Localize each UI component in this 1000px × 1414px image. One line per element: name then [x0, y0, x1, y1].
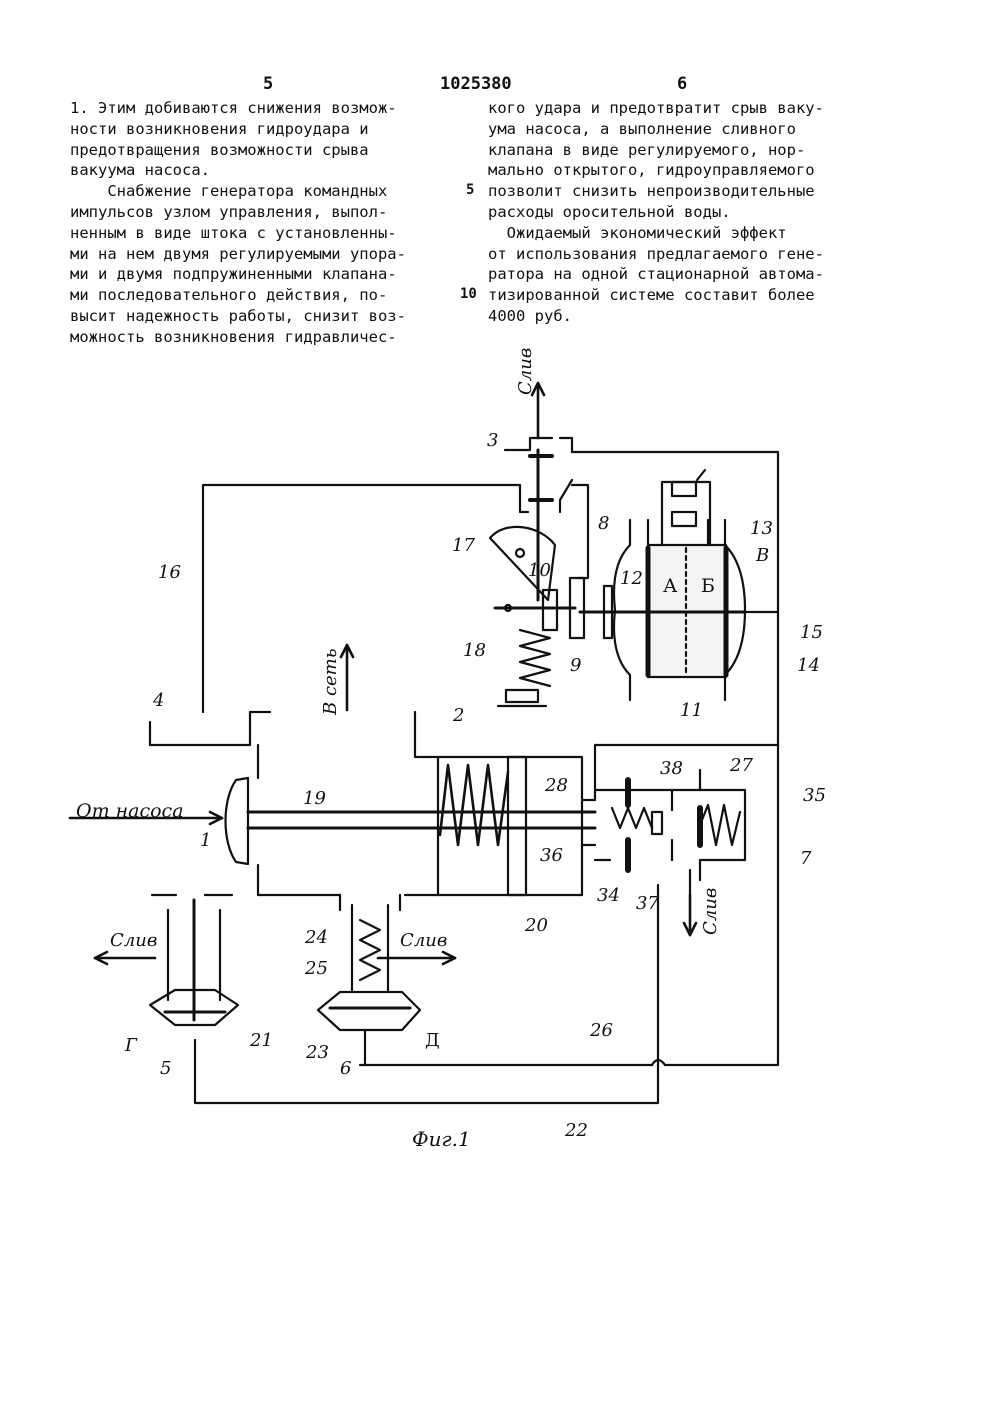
ref-8: 8	[598, 513, 609, 534]
ref-18: 18	[463, 640, 486, 661]
label-drain-mid: Слив	[400, 930, 447, 951]
ref-6: 6	[340, 1058, 351, 1079]
ref-28: 28	[545, 775, 568, 796]
ref-3: 3	[487, 430, 498, 451]
ref-37: 37	[636, 893, 659, 914]
ref-4: 4	[153, 690, 164, 711]
ref-15: 15	[800, 622, 823, 643]
ref-38: 38	[660, 758, 683, 779]
label-drain-left: Слив	[110, 930, 157, 951]
chamber-a: А	[663, 575, 677, 597]
label-to-network: В сеть	[320, 648, 341, 715]
ref-25: 25	[305, 958, 328, 979]
chamber-d: Д	[425, 1030, 440, 1051]
ref-14: 14	[797, 655, 820, 676]
ref-16: 16	[158, 562, 181, 583]
ref-2: 2	[453, 705, 464, 726]
ref-26: 26	[590, 1020, 613, 1041]
ref-27: 27	[730, 755, 753, 776]
chamber-v: В	[756, 545, 769, 566]
ref-35: 35	[803, 785, 826, 806]
ref-23: 23	[306, 1042, 329, 1063]
label-from-pump: От насоса	[76, 800, 184, 822]
chamber-g: Г	[125, 1035, 137, 1056]
ref-13: 13	[750, 518, 773, 539]
ref-7: 7	[800, 848, 811, 869]
ref-22: 22	[565, 1120, 588, 1141]
ref-5: 5	[160, 1058, 171, 1079]
ref-10: 10	[528, 560, 551, 581]
ref-20: 20	[525, 915, 548, 936]
ref-24: 24	[305, 927, 328, 948]
ref-36: 36	[540, 845, 563, 866]
ref-17: 17	[452, 535, 475, 556]
figure-caption: Фиг.1	[412, 1127, 471, 1151]
ref-12: 12	[620, 568, 643, 589]
label-drain-right: Слив	[700, 888, 721, 935]
label-drain-top: Слив	[515, 348, 536, 395]
ref-11: 11	[680, 700, 703, 721]
ref-19: 19	[303, 788, 326, 809]
ref-1: 1	[200, 830, 211, 851]
ref-21: 21	[250, 1030, 273, 1051]
chamber-b: Б	[701, 575, 715, 597]
ref-9: 9	[570, 655, 581, 676]
ref-34: 34	[597, 885, 620, 906]
